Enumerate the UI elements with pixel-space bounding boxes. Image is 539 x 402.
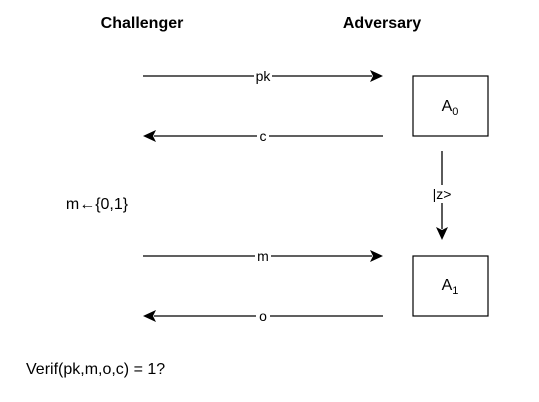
adversary-header: Adversary <box>343 15 421 32</box>
challenger-sample-step: m←{0,1} <box>66 196 129 213</box>
arrow-o-label: o <box>259 308 267 324</box>
arrow-z: |z> <box>427 151 457 240</box>
arrow-c: c <box>143 128 383 144</box>
arrow-o-head <box>143 310 156 322</box>
arrow-m-label: m <box>257 248 269 264</box>
arrow-pk-head <box>370 70 383 82</box>
arrow-z-label: |z> <box>433 186 452 202</box>
challenger-header: Challenger <box>101 15 184 32</box>
arrow-pk-label: pk <box>256 68 272 84</box>
box-a1-label: A1 <box>442 277 459 297</box>
arrow-m-head <box>370 250 383 262</box>
box-a0: A0 <box>412 75 489 137</box>
arrow-pk: pk <box>143 67 383 84</box>
arrow-c-label: c <box>260 128 267 144</box>
verification-check: Verif(pk,m,o,c) = 1? <box>26 361 165 378</box>
arrow-m-label-bg <box>255 248 271 264</box>
arrow-z-label-bg <box>427 185 457 203</box>
box-a0-frame <box>412 75 489 137</box>
arrow-m: m <box>143 248 383 264</box>
arrow-o: o <box>143 308 383 324</box>
arrow-z-head <box>436 227 448 240</box>
arrow-c-label-bg <box>257 128 269 144</box>
arrow-o-label-bg <box>256 308 270 324</box>
arrow-c-head <box>143 130 156 142</box>
box-a1: A1 <box>412 255 489 317</box>
arrow-pk-label-bg <box>254 67 272 83</box>
box-a1-frame <box>412 255 489 317</box>
box-a0-label: A0 <box>442 98 459 118</box>
